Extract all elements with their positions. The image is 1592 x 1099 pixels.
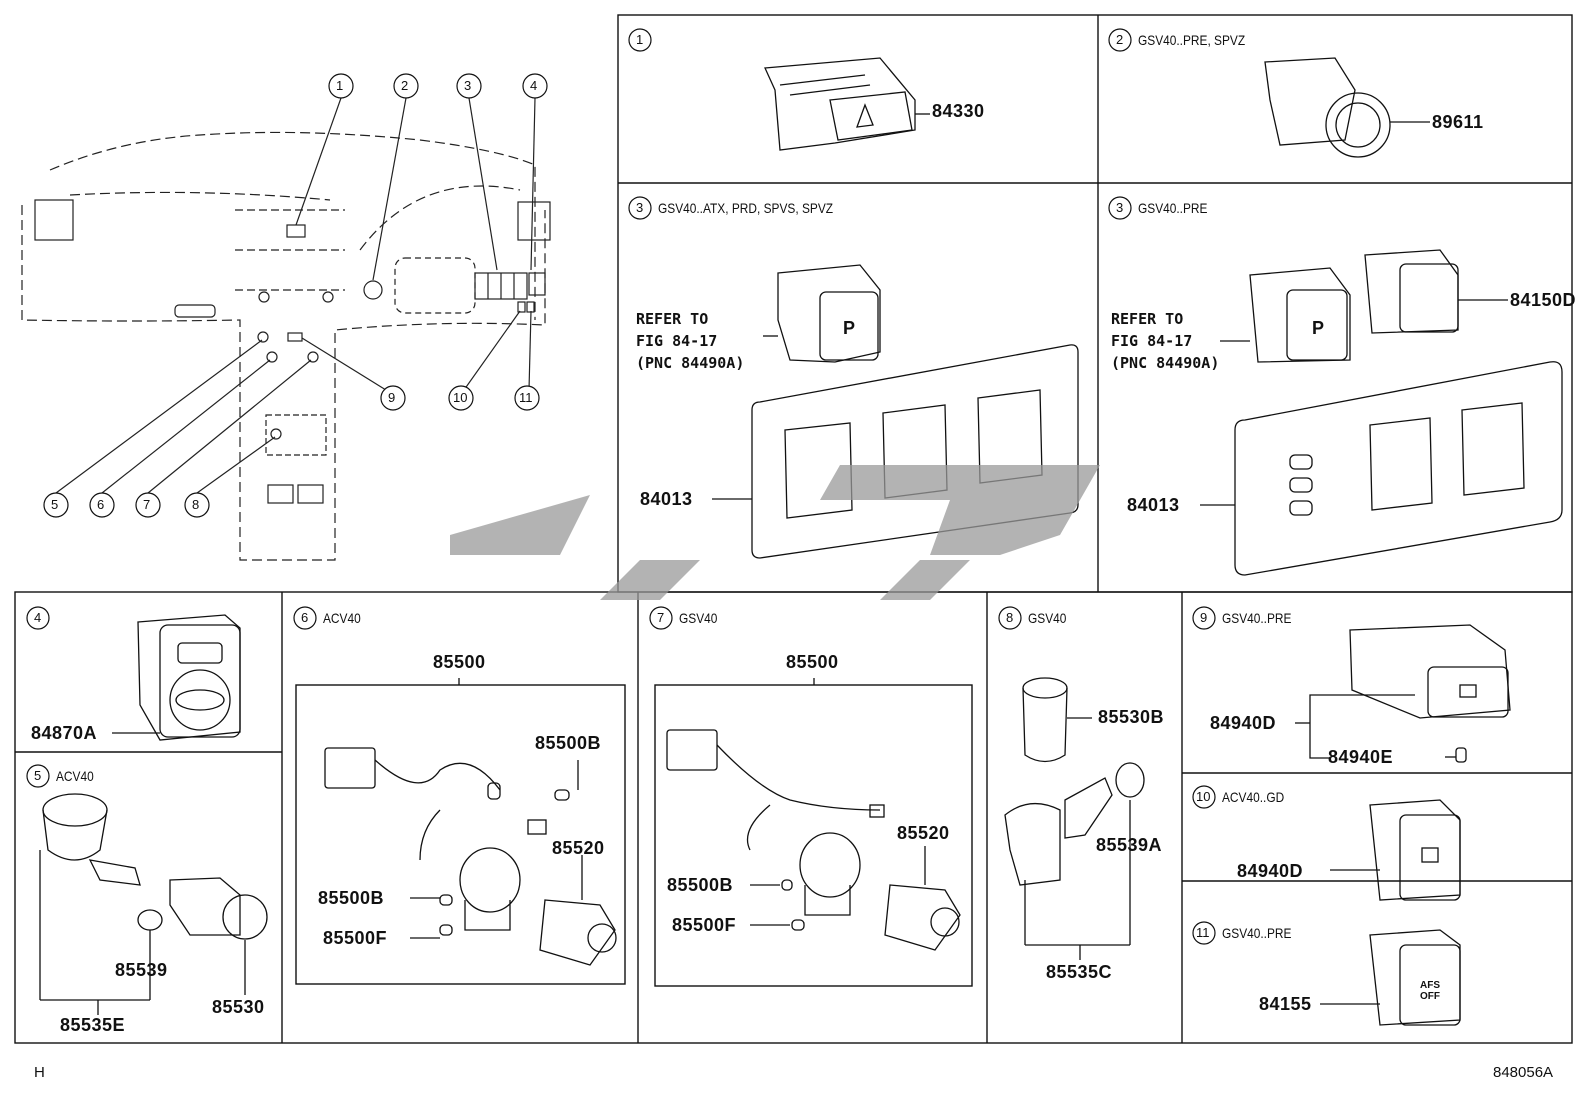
panel-3a-subtitle: GSV40..ATX, PRD, SPVS, SPVZ: [658, 200, 834, 216]
panel-7-subtitle: GSV40: [679, 610, 718, 626]
dashboard-overview: [21, 97, 551, 561]
refer-line-1: REFER TO: [1111, 310, 1184, 328]
overview-callout-1: 1: [336, 78, 344, 93]
part-85500B-6a: 85500B: [535, 733, 602, 753]
panel-8-number: 8: [1006, 610, 1014, 625]
panel-9-number: 9: [1200, 610, 1208, 625]
part-84940D-9: 84940D: [1210, 713, 1277, 733]
part-84330: 84330: [932, 101, 985, 121]
overview-callout-10: 10: [453, 390, 468, 405]
part-84013-b: 84013: [1127, 495, 1180, 515]
part-85539A: 85539A: [1096, 835, 1163, 855]
overview-callout-9: 9: [388, 390, 396, 405]
panel-1-number: 1: [636, 32, 644, 47]
panel-7-number: 7: [657, 610, 665, 625]
lighter-gsv40-drawing: [666, 678, 961, 951]
overview-callout-4: 4: [530, 78, 538, 93]
socket-acv40-drawing: [39, 793, 268, 1015]
hazard-switch-drawing: [764, 57, 930, 151]
afs-off-icon: AFS OFF: [1420, 980, 1440, 1002]
panel-10-subtitle: ACV40..GD: [1222, 789, 1285, 805]
overview-callout-8: 8: [192, 497, 200, 512]
overview-callout-7: 7: [143, 497, 151, 512]
bottom-frame: [14, 591, 1573, 1044]
mirror-switch-drawing: [112, 614, 241, 741]
refer-line-2: FIG 84-17: [1111, 332, 1193, 350]
push-start-switch-drawing: [1264, 57, 1430, 158]
overview-callout-5: 5: [51, 497, 59, 512]
seat-heater-switch-9-drawing: [1295, 624, 1511, 763]
panel-5-subtitle: ACV40: [56, 768, 94, 784]
overview-callout-circles: [43, 73, 548, 518]
panel-4-number: 4: [34, 610, 42, 625]
part-85535E: 85535E: [60, 1015, 126, 1035]
lighter-acv40-drawing: [324, 678, 617, 966]
refer-line-2: FIG 84-17: [636, 332, 718, 350]
part-85520-6: 85520: [552, 838, 605, 858]
part-84940E: 84940E: [1328, 747, 1394, 767]
part-85500F-6: 85500F: [323, 928, 388, 948]
part-85500B-6b: 85500B: [318, 888, 385, 908]
overview-callout-6: 6: [97, 497, 105, 512]
part-84013-a: 84013: [640, 489, 693, 509]
part-84155: 84155: [1259, 994, 1312, 1014]
part-84940D-10: 84940D: [1237, 861, 1304, 881]
afs-label: AFS: [1420, 980, 1440, 991]
refer-note-3a: REFER TO FIG 84-17 (PNC 84490A): [636, 308, 744, 374]
part-85530: 85530: [212, 997, 265, 1017]
part-85520-7: 85520: [897, 823, 950, 843]
panel-number-circles: [26, 28, 1216, 945]
footer-left-code: H: [34, 1064, 45, 1081]
switch-bezel-3-pre-drawing: [1200, 249, 1563, 576]
panel-3b-subtitle: GSV40..PRE: [1138, 200, 1208, 216]
part-89611: 89611: [1432, 112, 1484, 132]
panel-11-subtitle: GSV40..PRE: [1222, 925, 1292, 941]
seat-heater-switch-10-drawing: [1330, 799, 1461, 901]
park-assist-icon: P: [843, 318, 856, 338]
part-85530B: 85530B: [1098, 707, 1165, 727]
part-84870A: 84870A: [31, 723, 98, 743]
panel-8-subtitle: GSV40: [1028, 610, 1067, 626]
part-85539: 85539: [115, 960, 168, 980]
overview-callout-2: 2: [401, 78, 409, 93]
panel-6-number: 6: [301, 610, 309, 625]
overview-callout-11: 11: [519, 390, 533, 405]
panel-10-number: 10: [1196, 789, 1211, 804]
off-label: OFF: [1420, 991, 1440, 1002]
overview-callout-3: 3: [464, 78, 472, 93]
panel-2-number: 2: [1116, 32, 1124, 47]
panel-3b-number: 3: [1116, 200, 1124, 215]
logo-watermark: [450, 465, 1100, 600]
panel-11-number: 11: [1196, 925, 1210, 940]
refer-line-3: (PNC 84490A): [636, 354, 745, 372]
refer-line-3: (PNC 84490A): [1111, 354, 1220, 372]
refer-note-3b: REFER TO FIG 84-17 (PNC 84490A): [1111, 308, 1219, 374]
refer-line-1: REFER TO: [636, 310, 709, 328]
panel-3a-number: 3: [636, 200, 644, 215]
panel-6-subtitle: ACV40: [323, 610, 361, 626]
part-85500-7: 85500: [786, 652, 839, 672]
part-85500-6: 85500: [433, 652, 486, 672]
part-84150D: 84150D: [1510, 290, 1577, 310]
panel-5-number: 5: [34, 768, 42, 783]
park-assist-icon-pre: P: [1312, 318, 1325, 338]
figure-code: 848056A: [1493, 1064, 1554, 1081]
part-85535C: 85535C: [1046, 962, 1113, 982]
afs-off-switch-drawing: [1320, 929, 1461, 1026]
panel-9-subtitle: GSV40..PRE: [1222, 610, 1292, 626]
panel-2-subtitle: GSV40..PRE, SPVZ: [1138, 32, 1246, 48]
socket-gsv40-drawing: [1004, 677, 1145, 960]
top-right-frame: [617, 14, 1573, 593]
part-85500B-7: 85500B: [667, 875, 734, 895]
part-85500F-7: 85500F: [672, 915, 737, 935]
